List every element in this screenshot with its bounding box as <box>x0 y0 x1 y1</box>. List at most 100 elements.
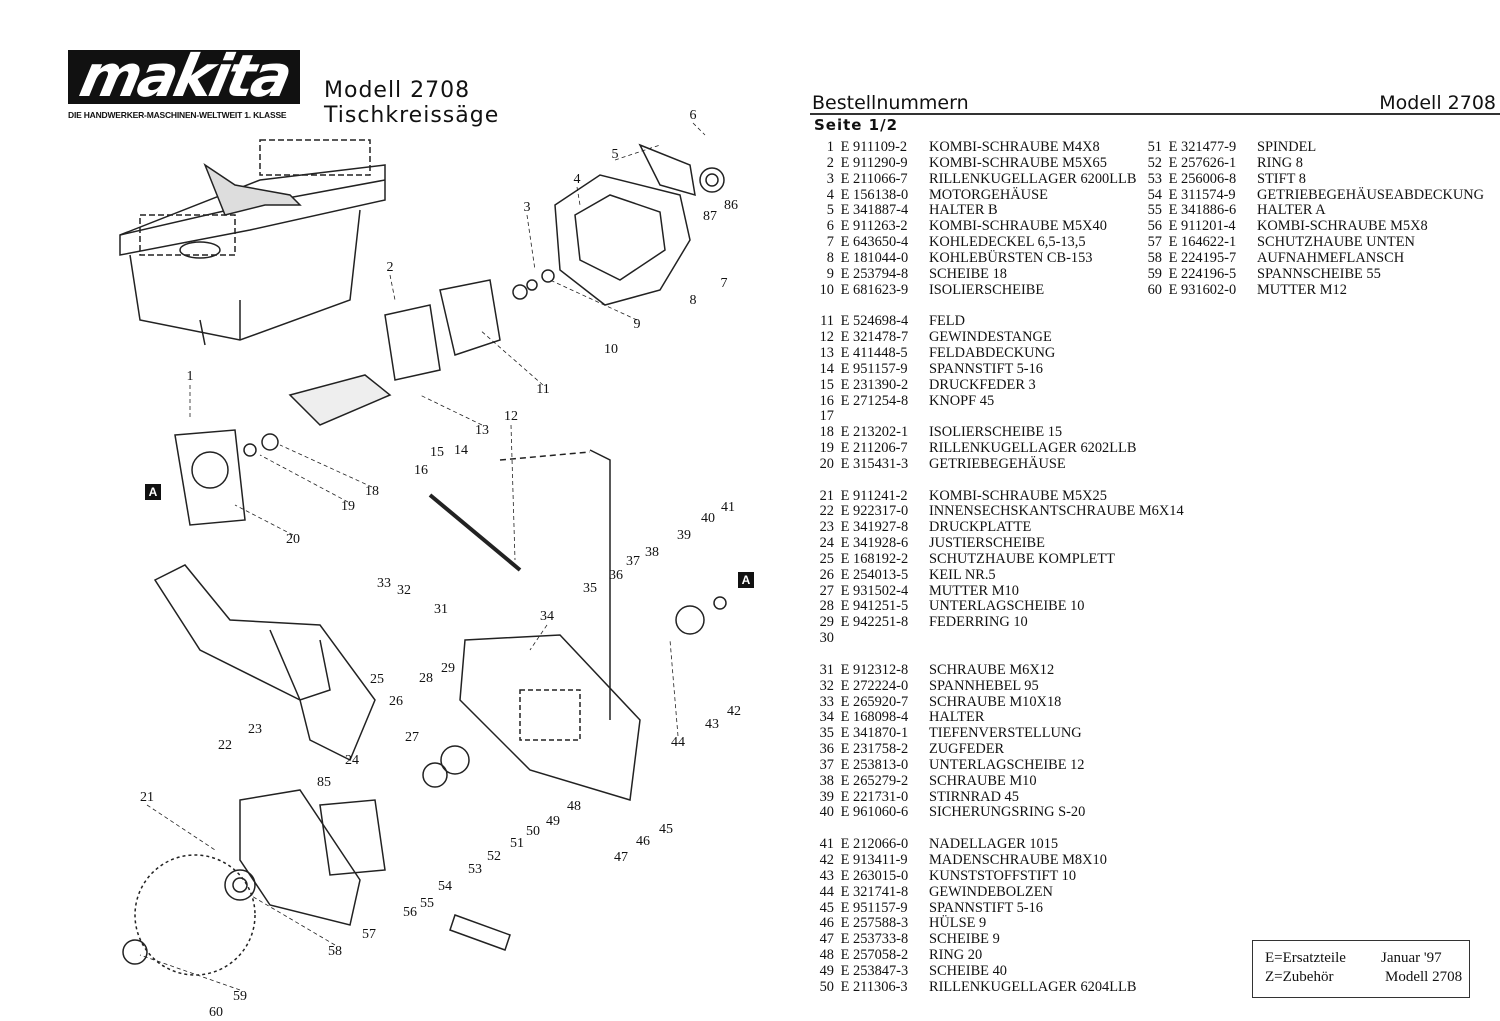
callout: 47 <box>614 850 628 865</box>
part-number: 911109-2 <box>853 139 908 155</box>
item-type: E <box>840 677 850 694</box>
item-type: E <box>840 519 850 536</box>
item-number: 47 <box>819 931 834 948</box>
item-type: E <box>840 376 850 393</box>
item-type: E <box>840 915 850 932</box>
item-type: E <box>1168 265 1178 282</box>
group-spacer <box>812 473 1184 489</box>
item-number: 15 <box>819 376 834 393</box>
part-number: 254013-5 <box>853 566 909 583</box>
part-number: 315431-3 <box>853 455 909 472</box>
part-number: 341927-8 <box>853 519 909 536</box>
part-description: KEIL NR.5 <box>929 566 996 583</box>
callout: 42 <box>727 704 741 719</box>
part-number: 168098-4 <box>853 709 909 726</box>
item-type: E <box>840 265 850 282</box>
callout: 16 <box>414 463 428 478</box>
item-number: 31 <box>819 661 834 678</box>
item-number: 30 <box>819 630 834 647</box>
item-type: E <box>840 170 850 187</box>
part-number: 911290-9 <box>853 154 908 171</box>
item-number: 28 <box>819 598 834 615</box>
item-number: 19 <box>819 440 834 457</box>
part-number: 643650-4 <box>853 234 909 251</box>
part-number: 253733-8 <box>853 931 909 948</box>
part-number: 931502-4 <box>853 582 909 599</box>
item-type: E <box>840 947 850 964</box>
item-type: E <box>840 962 850 979</box>
exploded-view-diagram <box>119 122 727 991</box>
callout: 56 <box>403 905 417 920</box>
part-description: UNTERLAGSCHEIBE 10 <box>929 598 1085 615</box>
parts-list-row: 30 <box>812 630 1184 647</box>
part-number: 911241-2 <box>853 487 908 504</box>
gear-housing <box>174 429 279 526</box>
item-number: 17 <box>819 408 834 425</box>
item-type: E <box>840 899 850 916</box>
depth-bracket <box>428 449 727 801</box>
item-number: 21 <box>819 487 834 504</box>
part-description: SCHUTZHAUBE KOMPLETT <box>929 550 1115 567</box>
callout: 7 <box>720 276 728 291</box>
item-type: E <box>840 360 850 377</box>
part-description: SCHEIBE 40 <box>929 962 1007 979</box>
part-number: 321477-9 <box>1181 139 1237 155</box>
group-spacer <box>812 821 1184 837</box>
item-number: 25 <box>819 550 834 567</box>
item-type: E <box>840 550 850 567</box>
item-type: E <box>840 392 850 409</box>
part-description: DRUCKPLATTE <box>929 519 1032 536</box>
part-description: FELDABDECKUNG <box>929 344 1056 361</box>
part-description: DRUCKFEDER 3 <box>929 376 1036 393</box>
parts-list-title: Bestellnummern <box>812 92 969 114</box>
item-type: E <box>840 598 850 615</box>
item-type: E <box>840 883 850 900</box>
item-number: 32 <box>819 677 834 694</box>
part-description: ISOLIERSCHEIBE 15 <box>929 424 1063 441</box>
part-description: FELD <box>929 313 965 330</box>
part-number: 951157-9 <box>853 899 908 916</box>
title-divider <box>810 113 1500 115</box>
part-number: 211306-3 <box>853 978 908 995</box>
part-number: 265920-7 <box>853 693 909 710</box>
part-description: SPANNSCHEIBE 55 <box>1257 265 1381 282</box>
part-description: MUTTER M12 <box>1257 281 1347 298</box>
item-type: E <box>840 978 850 995</box>
item-number: 34 <box>819 709 834 726</box>
item-type: E <box>840 693 850 710</box>
callout: 50 <box>526 824 540 839</box>
item-type: E <box>840 582 850 599</box>
part-number: 257626-1 <box>1181 154 1237 171</box>
callout: 40 <box>701 511 715 526</box>
item-type: E <box>840 154 850 171</box>
group-spacer <box>812 647 1184 663</box>
callout: 11 <box>536 382 550 397</box>
part-description: KNOPF 45 <box>929 392 995 409</box>
leader-lines <box>139 122 706 991</box>
part-number: 524698-4 <box>853 313 909 330</box>
part-description: STIRNRAD 45 <box>929 788 1019 805</box>
item-type: E <box>840 202 850 219</box>
callout: 10 <box>604 342 618 357</box>
item-type: E <box>840 218 850 235</box>
part-number: 181044-0 <box>853 249 909 266</box>
part-description: SCHRAUBE M10X18 <box>929 693 1062 710</box>
item-type <box>837 631 853 647</box>
item-type: E <box>840 535 850 552</box>
table-saw-overview <box>119 139 386 346</box>
